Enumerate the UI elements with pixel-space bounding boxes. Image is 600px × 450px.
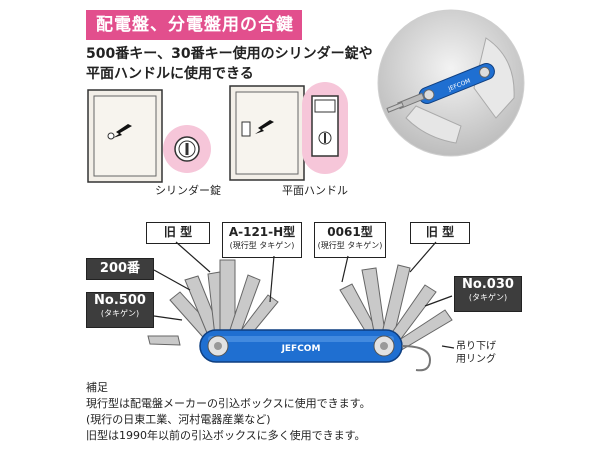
callout-200: 200番 (86, 258, 154, 280)
callout-ring-line2: 用リング (456, 354, 496, 365)
notes-heading: 補足 (86, 381, 108, 394)
callout-0061-sub: (現行型 タキゲン) (317, 241, 383, 250)
callout-old-type-left: 旧 型 (146, 222, 210, 244)
callout-no500: No.500 (タキゲン) (86, 292, 154, 328)
cabinet-cylinder-illustration (87, 89, 163, 183)
callout-no030-sub: (タキゲン) (468, 293, 508, 302)
notes-line-1: 現行型は配電盤メーカーの引込ボックスに使用できます。 (86, 397, 371, 410)
callout-ring-line1: 吊り下げ (456, 341, 496, 352)
callout-no030: No.030 (タキゲン) (454, 276, 522, 312)
callout-ring: 吊り下げ 用リング (456, 340, 496, 366)
leader-lines (153, 241, 455, 349)
callout-0061-main: 0061型 (327, 225, 373, 239)
callout-no500-main: No.500 (94, 293, 146, 308)
cabinet-handle-illustration (229, 85, 305, 181)
callout-no500-sub: (タキゲン) (100, 309, 140, 318)
callout-no030-main: No.030 (462, 277, 514, 292)
key-multitool-illustration: JEFCOM (147, 259, 453, 372)
callout-a121-sub: (現行型 タキゲン) (229, 241, 295, 250)
subtitle: 500番キー、30番キー使用のシリンダー錠や 平面ハンドルに使用できる (86, 44, 373, 84)
tool-photo: JEFCOM (377, 9, 525, 157)
notes-line-3: 旧型は1990年以前の引込ボックスに多く使用できます。 (86, 429, 366, 442)
notes-line-2: (現行の日東工業、河村電器産業など) (86, 413, 271, 426)
callout-a121-main: A-121-H型 (228, 225, 296, 239)
callout-0061: 0061型 (現行型 タキゲン) (314, 222, 386, 258)
subtitle-line-2: 平面ハンドルに使用できる (86, 66, 254, 82)
handle-label: 平面ハンドル (282, 184, 348, 197)
notes-block: 補足 現行型は配電盤メーカーの引込ボックスに使用できます。 (現行の日東工業、河… (86, 380, 371, 444)
tool-brand-text: JEFCOM (281, 344, 321, 354)
cylinder-lock-detail (163, 125, 211, 173)
cylinder-label: シリンダー錠 (155, 184, 221, 197)
subtitle-line-1: 500番キー、30番キー使用のシリンダー錠や (86, 46, 373, 62)
callout-a121: A-121-H型 (現行型 タキゲン) (222, 222, 302, 258)
flat-handle-detail (302, 82, 348, 174)
page-title: 配電盤、分電盤用の合鍵 (86, 10, 302, 40)
callout-old-type-right: 旧 型 (410, 222, 470, 244)
